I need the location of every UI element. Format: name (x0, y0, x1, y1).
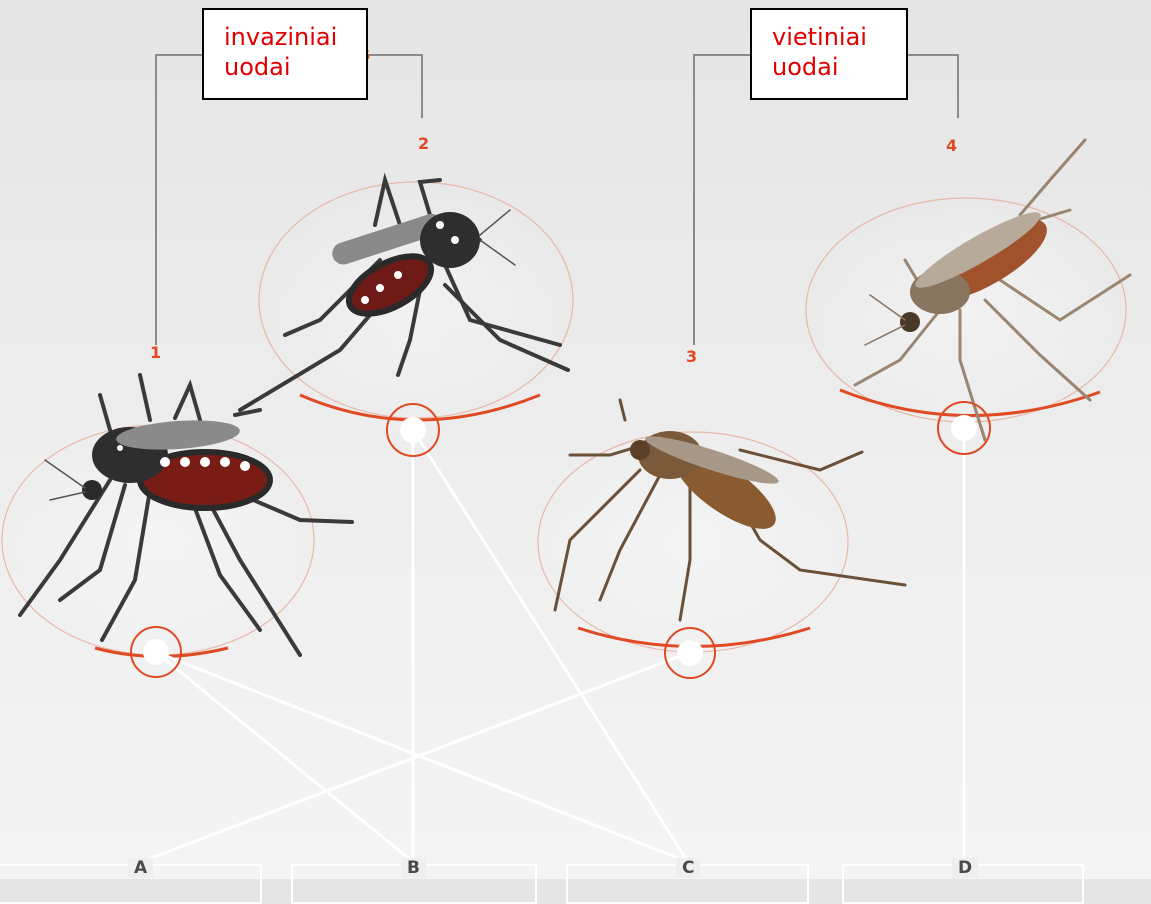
answer-letter-B: B (401, 858, 426, 878)
native-mosquitoes-label: vietiniai uodai (750, 8, 908, 100)
invasive-mosquitoes-label: invaziniai uodai (202, 8, 368, 100)
connector-1-B (156, 652, 413, 862)
mosquito-number-4: 4 (946, 136, 957, 155)
answer-letter-D: D (952, 858, 978, 878)
mosquito-number-3: 3 (686, 347, 697, 366)
mosquito-number-1: 1 (150, 343, 161, 362)
diagram-canvas (0, 0, 1151, 879)
native-label-line1: vietiniai (772, 22, 906, 52)
invasive-label-line1: invaziniai (224, 22, 366, 52)
native-label-line2: uodai (772, 52, 906, 82)
mosquito-number-2: 2 (418, 134, 429, 153)
answer-letter-A: A (128, 858, 153, 878)
answer-letter-C: C (676, 858, 700, 878)
invasive-label-line2: uodai (224, 52, 366, 82)
